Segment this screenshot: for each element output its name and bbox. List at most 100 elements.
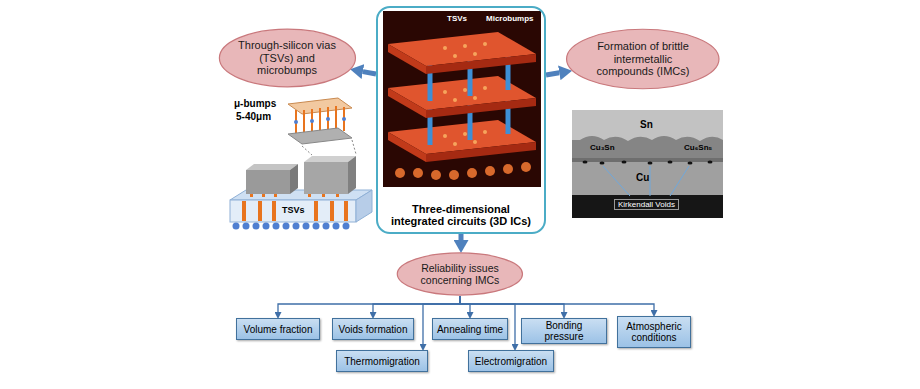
ic-stack-illustration-part bbox=[473, 140, 477, 144]
tsv-package-illustration-part bbox=[343, 223, 350, 230]
ic-stack-illustration-part bbox=[413, 168, 423, 178]
factor-box: Thermomigration bbox=[336, 350, 428, 372]
node-label: Reliability issues concerning IMCs bbox=[414, 262, 506, 286]
tsv-package-illustration-part bbox=[242, 201, 246, 221]
tsv-package-illustration-part bbox=[311, 109, 313, 133]
tsv-package-illustration-part bbox=[313, 223, 320, 230]
tsv-package-illustration-part bbox=[348, 156, 356, 194]
tsv-package-illustration-part bbox=[326, 117, 330, 121]
tsv-package-illustration-part bbox=[262, 194, 265, 197]
tsv-package-illustration-part bbox=[253, 223, 260, 230]
sem-micrograph-part bbox=[572, 110, 723, 218]
tsv-package-illustration-part bbox=[304, 162, 348, 194]
ic-stack-illustration-part bbox=[388, 88, 426, 118]
factor-box: Voids formation bbox=[332, 318, 414, 340]
factor-label: Electromigration bbox=[475, 356, 547, 367]
sem-micrograph-part bbox=[583, 161, 588, 164]
ic-stack-illustration-part bbox=[449, 170, 459, 180]
ic-stack-illustration bbox=[383, 11, 541, 187]
ic-stack-illustration-part bbox=[443, 90, 447, 94]
factor-label: Atmospheric conditions bbox=[621, 321, 687, 343]
ic-stack-illustration-part bbox=[395, 168, 405, 178]
tsv-package-illustration-part bbox=[314, 201, 318, 221]
sem-micrograph-part bbox=[650, 166, 651, 196]
node-label: Three-dimensional integrated circuits (3… bbox=[384, 203, 538, 227]
tsv-package-illustration-part bbox=[304, 156, 356, 162]
tsv-package-illustration-part bbox=[342, 117, 346, 121]
topic-ellipse: Reliability issues concerning IMCs bbox=[396, 252, 524, 296]
factor-label: Thermomigration bbox=[344, 356, 420, 367]
ic-stack-illustration-part bbox=[485, 166, 495, 176]
tsv-package-illustration-part bbox=[288, 128, 352, 144]
topic-ellipse: Formation of brittle intermetallic compo… bbox=[565, 28, 721, 90]
tsv-package-illustration-part bbox=[319, 108, 321, 132]
ic-stack-illustration-part bbox=[521, 162, 531, 172]
connector-arrow bbox=[546, 73, 559, 75]
ic-stack-illustration-part bbox=[463, 88, 467, 92]
ic-stack-illustration-part bbox=[443, 134, 447, 138]
connector-arrow bbox=[363, 72, 376, 74]
tsv-package-illustration-part bbox=[246, 170, 290, 194]
tsv-package-illustration-part bbox=[230, 200, 356, 222]
sem-micrograph-part bbox=[603, 166, 630, 196]
factor-box: Bonding pressure bbox=[521, 318, 607, 344]
connector-arrow bbox=[459, 234, 464, 240]
node-label: Formation of brittle intermetallic compo… bbox=[587, 40, 699, 78]
sem-micrograph bbox=[572, 110, 723, 218]
factor-label: Bonding pressure bbox=[525, 320, 603, 342]
central-frame: Three-dimensional integrated circuits (3… bbox=[376, 6, 546, 234]
tsv-package-illustration-part bbox=[327, 107, 329, 131]
connector-arrow bbox=[460, 296, 654, 310]
ic-stack-illustration-part bbox=[453, 98, 457, 102]
tsv-package-illustration-part bbox=[263, 223, 270, 230]
ellipse-shape bbox=[567, 29, 719, 89]
sem-micrograph-part bbox=[670, 166, 689, 196]
factor-box: Annealing time bbox=[432, 318, 508, 340]
ic-stack-illustration-part bbox=[473, 52, 477, 56]
node-label: Through-silicon vias (TSVs) and microbum… bbox=[237, 39, 337, 77]
tsv-package-illustration-part bbox=[243, 223, 250, 230]
phase-label: Cu bbox=[636, 172, 649, 184]
ic-stack-illustration-part bbox=[426, 54, 536, 74]
tsv-package-illustration-part bbox=[293, 223, 300, 230]
sem-micrograph-part bbox=[668, 161, 673, 164]
tsv-package-illustration-part bbox=[303, 223, 310, 230]
tsv-package-illustration-part bbox=[333, 223, 340, 230]
ic-stack-illustration-part bbox=[503, 164, 513, 174]
sem-micrograph-part bbox=[572, 110, 723, 141]
ic-stack-illustration-part bbox=[388, 132, 426, 162]
tsv-package-illustration-part bbox=[323, 223, 330, 230]
factor-label: Volume fraction bbox=[244, 324, 313, 335]
ic-stack-illustration-part bbox=[426, 98, 536, 118]
ic-stack-illustration-part bbox=[483, 86, 487, 90]
tsv-package-illustration-part bbox=[322, 194, 325, 197]
ic-stack-illustration-part bbox=[453, 142, 457, 146]
sem-micrograph-part bbox=[708, 161, 713, 164]
tsv-package-illustration-part bbox=[336, 194, 339, 197]
tsv-package-illustration-part bbox=[343, 107, 345, 131]
ic-stack-illustration-part bbox=[453, 54, 457, 58]
tsv-package-illustration-part bbox=[273, 223, 280, 230]
sem-micrograph-part bbox=[648, 162, 653, 165]
tsv-package-illustration-part bbox=[295, 110, 297, 134]
tsv-package-illustration-part bbox=[283, 223, 290, 230]
sem-micrograph-part bbox=[572, 158, 723, 162]
factor-label: Annealing time bbox=[437, 324, 503, 335]
topic-ellipse: Through-silicon vias (TSVs) and microbum… bbox=[218, 28, 357, 88]
ellipse-shape bbox=[397, 253, 522, 295]
sem-micrograph-part bbox=[622, 161, 627, 164]
ic-stack-illustration-part bbox=[383, 11, 541, 187]
ic-stack-illustration-part bbox=[388, 44, 426, 74]
ic-stack-illustration-part bbox=[443, 46, 447, 50]
ic-stack-illustration-part bbox=[463, 44, 467, 48]
ic-stack-illustration-part bbox=[483, 42, 487, 46]
tsv-package-illustration-part bbox=[352, 140, 356, 154]
callout-label: Kirkendall Voids bbox=[614, 199, 679, 210]
tsv-package-illustration-part bbox=[356, 190, 372, 222]
ic-stack-illustration-part bbox=[483, 130, 487, 134]
factor-label: Voids formation bbox=[339, 324, 408, 335]
illustration-label: μ-bumps bbox=[234, 98, 276, 110]
ic-stack-illustration-part bbox=[473, 96, 477, 100]
phase-label: Sn bbox=[640, 119, 653, 131]
tsv-package-illustration-part bbox=[344, 201, 348, 221]
